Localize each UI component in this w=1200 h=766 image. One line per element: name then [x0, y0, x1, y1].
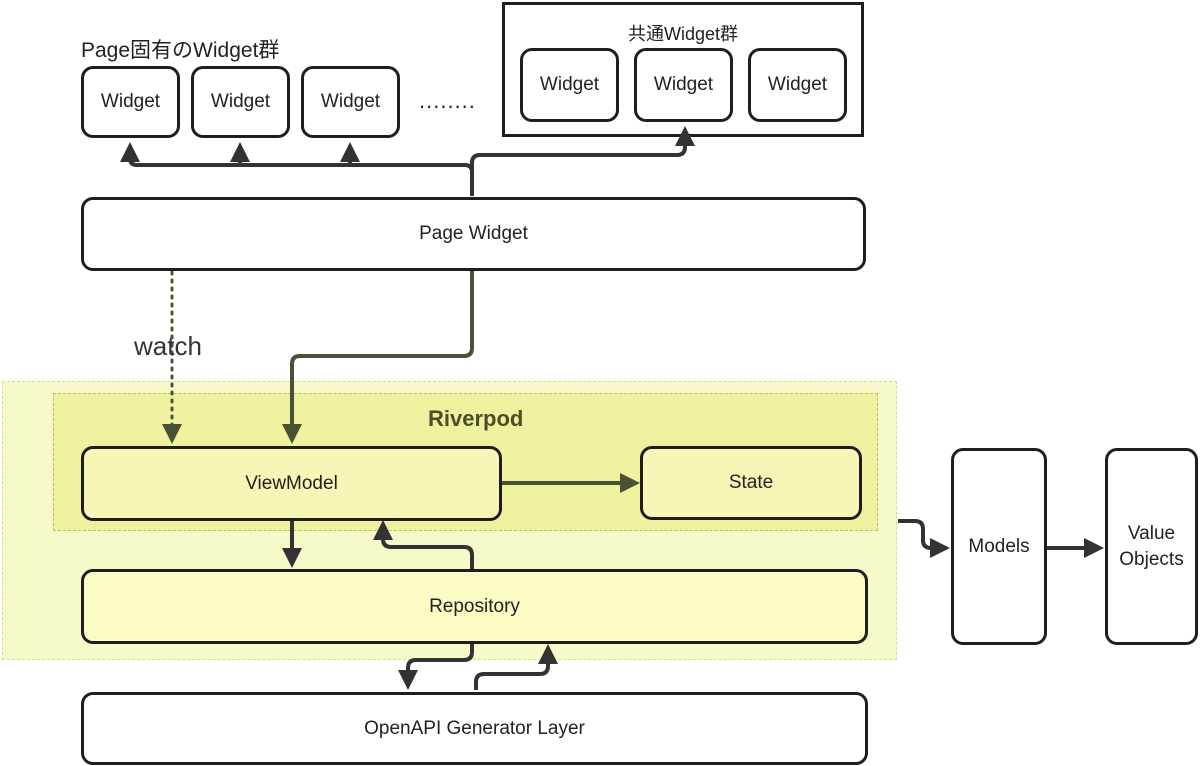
widget-label: Widget [100, 91, 161, 112]
value-objects-box: Value Objects [1105, 448, 1198, 645]
watch-label: watch [134, 331, 202, 361]
arrow-repository-to-openapi [398, 644, 474, 690]
common-widget-item-2: Widget [634, 48, 733, 122]
openapi-label: OpenAPI Generator Layer [364, 717, 585, 739]
models-box: Models [951, 448, 1047, 645]
openapi-generator-layer-box: OpenAPI Generator Layer [81, 692, 868, 765]
repository-box: Repository [81, 569, 868, 644]
arrow-page-to-common [470, 126, 695, 172]
models-label: Models [968, 535, 1030, 557]
widget-label: Widget [539, 74, 600, 95]
arrow-openapi-to-repository [474, 644, 558, 690]
state-box: State [640, 446, 862, 520]
arrow-page-to-viewmodel [282, 270, 474, 444]
repository-label: Repository [429, 595, 520, 617]
common-widget-item-1: Widget [520, 48, 619, 122]
riverpod-title: Riverpod [428, 406, 524, 431]
widget-label: Widget [767, 74, 828, 95]
value-objects-label-line1: Value [1127, 522, 1176, 544]
value-objects-label-line2: Objects [1119, 548, 1184, 570]
state-label: State [728, 472, 774, 493]
page-widget-item-2: Widget [191, 66, 290, 138]
viewmodel-box: ViewModel [81, 446, 502, 521]
page-specific-group-title: Page固有のWidget群 [81, 39, 280, 62]
common-widget-item-3: Widget [748, 48, 847, 122]
arrow-page-to-widgets [120, 142, 474, 196]
arrow-layer-to-models [898, 519, 950, 558]
widget-label: Widget [210, 91, 271, 112]
common-group-title: 共通Widget群 [627, 24, 739, 44]
page-widget-item-3: Widget [301, 66, 400, 138]
widget-label: Widget [653, 74, 714, 95]
page-widget-label: Page Widget [419, 223, 528, 244]
arrow-repository-to-viewmodel [373, 520, 474, 569]
more-widgets-ellipsis: ........ [419, 88, 476, 113]
page-widget-item-1: Widget [81, 66, 180, 138]
viewmodel-label: ViewModel [245, 472, 338, 494]
page-widget-box: Page Widget [81, 197, 866, 271]
widget-label: Widget [320, 91, 381, 112]
